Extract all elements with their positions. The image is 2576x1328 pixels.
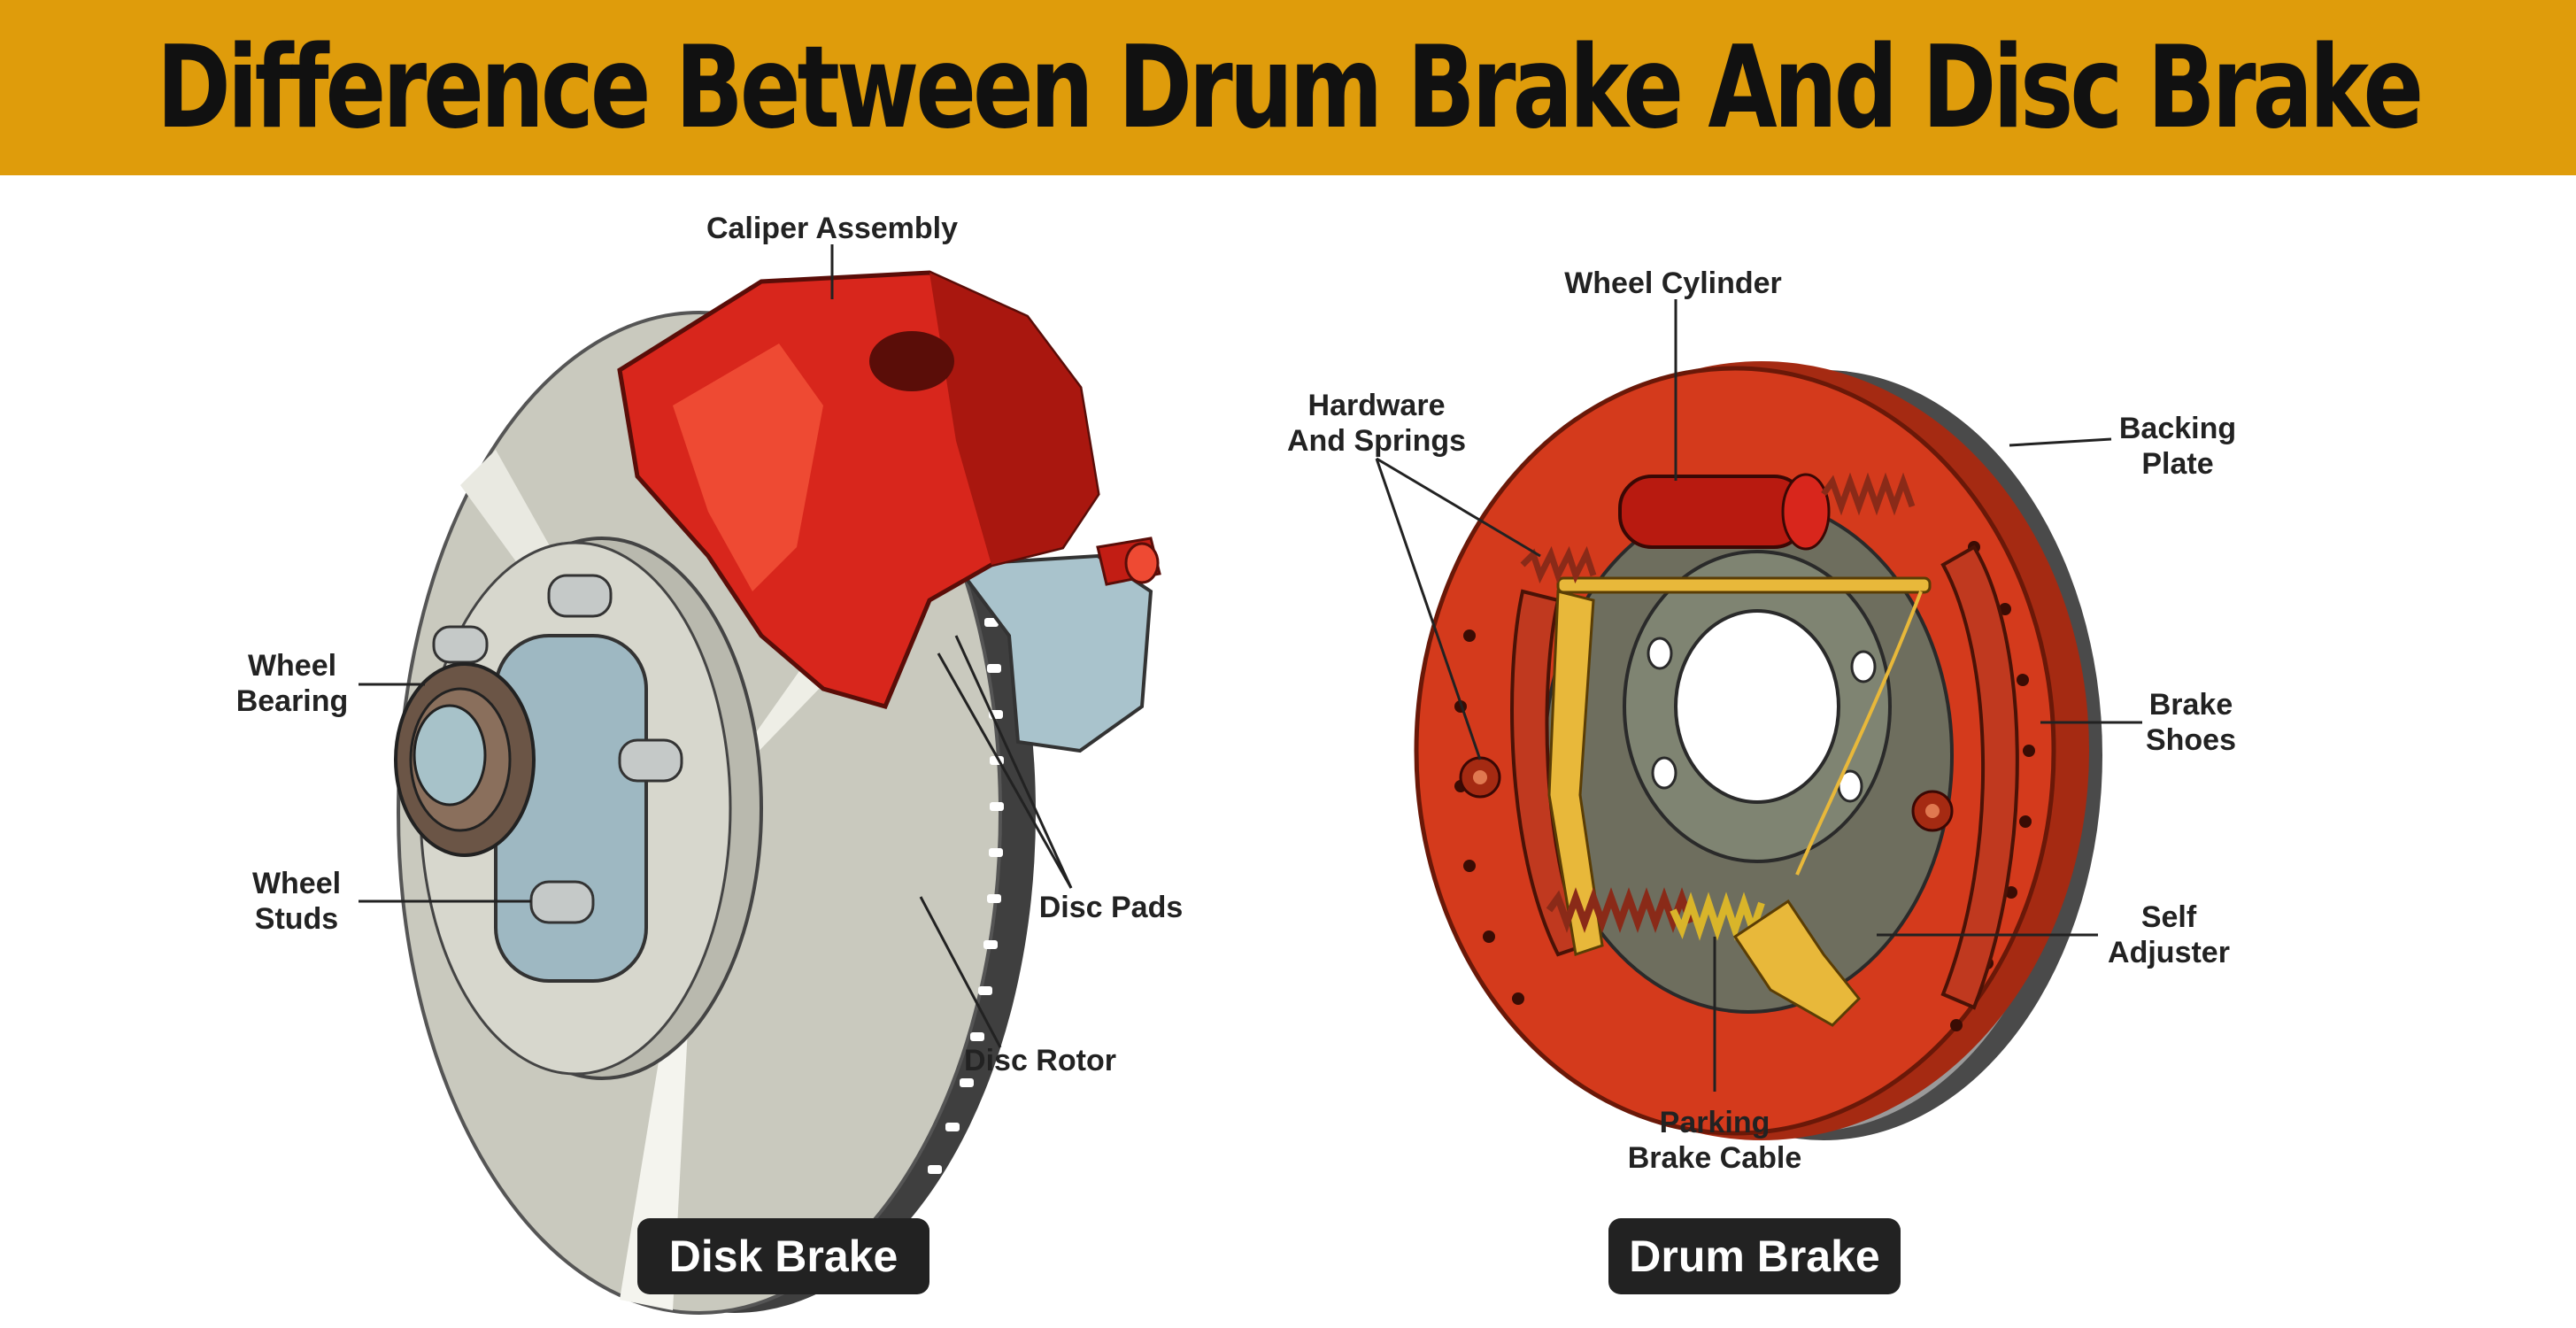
label-disc-pads: Disc Pads: [1038, 891, 1184, 924]
caliper-window: [869, 331, 954, 391]
wheel-bearing-core: [413, 704, 487, 807]
disc-brake-illustration: [394, 270, 1161, 1315]
drum-leader-lines: [1375, 299, 2142, 1092]
wheel-cylinder: [1618, 475, 1808, 549]
label-caliper-assembly: Caliper Assembly: [706, 212, 959, 245]
label-disc-rotor: Disc Rotor: [964, 1044, 1116, 1077]
drum-brake-caption: Drum Brake: [1608, 1218, 1901, 1294]
title-bar: Difference Between Drum Brake And Disc B…: [0, 0, 2576, 175]
label-wheel-studs: Wheel Studs: [251, 867, 342, 936]
hub-center-hole: [1674, 609, 1840, 804]
lower-spring: [1546, 887, 1694, 933]
return-spring-top: [1821, 472, 1916, 516]
adjuster-spring: [1670, 892, 1765, 941]
page-title: Difference Between Drum Brake And Disc B…: [156, 21, 2423, 154]
adjuster-rod: [1556, 576, 1932, 594]
diagram-area: Caliper Assembly Wheel Bearing Wheel Stu…: [0, 175, 2576, 1328]
brake-illustrations: [359, 244, 2142, 1315]
disc-leader-lines: [359, 244, 1073, 1048]
label-hardware-springs: Hardware And Springs: [1286, 389, 1467, 458]
hold-down-pin-left-core: [1473, 770, 1487, 784]
label-self-adjuster: Self Adjuster: [2108, 900, 2230, 969]
wheel-cylinder-cap: [1781, 473, 1831, 551]
lug-holes: [1647, 637, 1877, 803]
self-adjuster: [1732, 899, 1862, 1027]
hold-down-pin-right-core: [1925, 804, 1940, 818]
return-spring-left: [1520, 545, 1597, 584]
caliper-highlight: [673, 344, 823, 591]
label-wheel-bearing: Wheel Bearing: [235, 649, 349, 718]
label-wheel-cylinder: Wheel Cylinder: [1564, 266, 1782, 300]
caliper-shade: [929, 273, 1098, 565]
label-brake-shoes: Brake Shoes: [2145, 688, 2237, 757]
label-backing-plate: Backing Plate: [2118, 412, 2237, 481]
label-parking-brake-cable: Parking Brake Cable: [1627, 1106, 1802, 1175]
caliper-bleeder: [1124, 542, 1160, 584]
wheel-studs: [419, 574, 683, 924]
brake-shoe-right: [1940, 544, 2019, 1010]
drum-brake-illustration: [1414, 361, 2102, 1140]
disk-brake-caption: Disk Brake: [637, 1218, 929, 1294]
parking-brake-cable: [1795, 591, 1923, 876]
shoe-web-left: [1547, 590, 1604, 956]
